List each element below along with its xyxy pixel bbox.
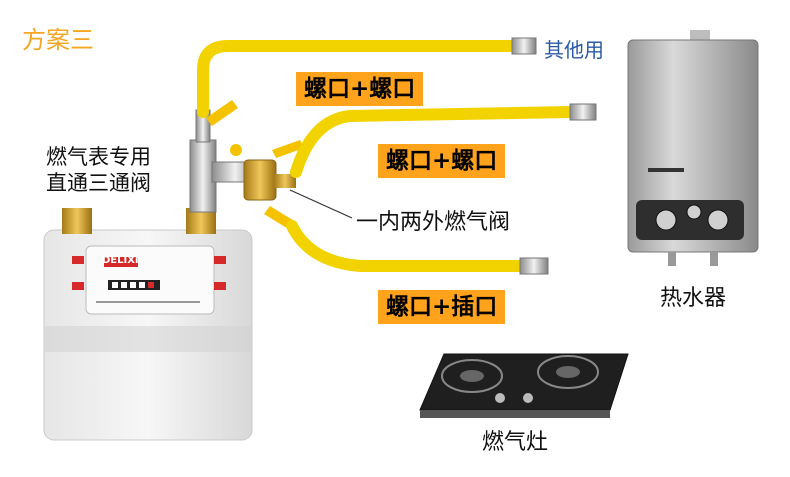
stove-label: 燃气灶 <box>482 430 548 456</box>
water-heater <box>628 30 758 266</box>
label-screw-screw-middle: 螺口+螺口 <box>378 144 505 178</box>
scheme-title: 方案三 <box>22 20 94 55</box>
other-use-label: 其他用 <box>544 34 604 63</box>
splitter-valve <box>244 140 304 230</box>
hose-top-nut <box>512 38 536 54</box>
water-heater-label: 热水器 <box>660 286 726 312</box>
hose-middle-nut <box>570 104 596 120</box>
gas-stove <box>420 354 628 418</box>
hose-bottom-nut <box>520 258 548 274</box>
meter-valve-line-1: 燃气表专用 <box>46 144 151 170</box>
label-screw-screw-top: 螺口+螺口 <box>296 72 423 106</box>
label-screw-socket: 螺口+插口 <box>378 290 505 324</box>
valve-leader-line <box>290 190 352 218</box>
gas-meter <box>44 208 252 440</box>
meter-valve-line-2: 直通三通阀 <box>46 170 151 196</box>
meter-brand: DELIXI <box>102 255 139 266</box>
valve-label: 一内两外燃气阀 <box>356 210 510 236</box>
meter-valve-label: 燃气表专用 直通三通阀 <box>46 144 151 196</box>
